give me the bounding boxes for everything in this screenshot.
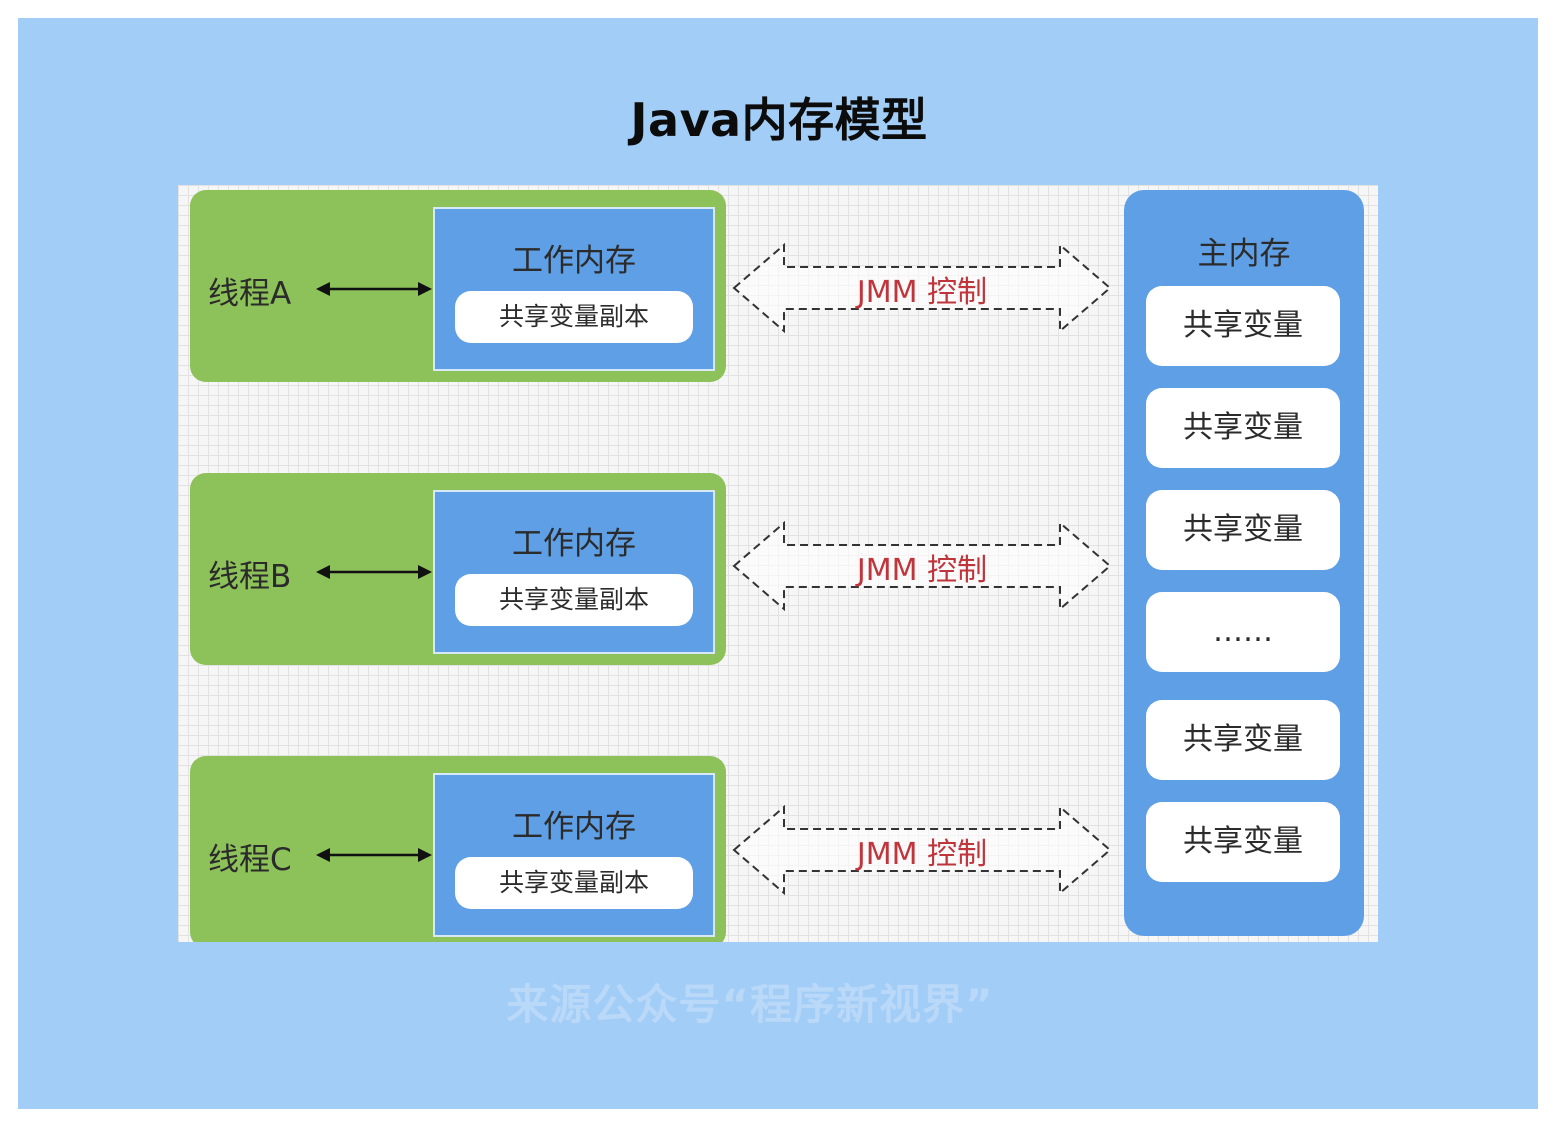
- double-arrow-icon: [316, 565, 432, 579]
- shared-variable: 共享变量: [1146, 700, 1340, 780]
- work-memory-a: 工作内存 共享变量副本: [433, 207, 715, 371]
- work-memory-title: 工作内存: [512, 809, 636, 845]
- work-memory-b: 工作内存 共享变量副本: [433, 490, 715, 654]
- shared-variable-copy: 共享变量副本: [455, 857, 693, 909]
- jmm-control-arrow-a: JMM 控制: [726, 243, 1118, 333]
- thread-a-box: 线程A 工作内存 共享变量副本: [190, 190, 726, 382]
- diagram-canvas: 线程A 工作内存 共享变量副本 线程B 工作内存 共享变量副本 线程C: [178, 185, 1378, 942]
- thread-b-box: 线程B 工作内存 共享变量副本: [190, 473, 726, 665]
- thread-a-label: 线程A: [208, 276, 292, 312]
- dashed-double-arrow-icon: [732, 243, 1112, 333]
- jmm-control-arrow-c: JMM 控制: [726, 805, 1118, 895]
- jmm-control-label: JMM 控制: [856, 553, 988, 588]
- double-arrow-icon: [316, 282, 432, 296]
- work-memory-title: 工作内存: [512, 526, 636, 562]
- thread-b-label: 线程B: [208, 559, 292, 595]
- main-memory-title: 主内存: [1197, 236, 1291, 272]
- work-memory-title: 工作内存: [512, 243, 636, 279]
- jmm-control-label: JMM 控制: [856, 837, 988, 872]
- dashed-double-arrow-icon: [732, 521, 1112, 611]
- thread-c-box: 线程C 工作内存 共享变量副本: [190, 756, 726, 942]
- shared-variable-ellipsis: ……: [1146, 592, 1340, 672]
- work-memory-c: 工作内存 共享变量副本: [433, 773, 715, 937]
- source-credit: 来源公众号“程序新视界”: [506, 980, 994, 1029]
- thread-c-label: 线程C: [208, 842, 292, 878]
- shared-variable-copy: 共享变量副本: [455, 574, 693, 626]
- shared-variable: 共享变量: [1146, 388, 1340, 468]
- shared-variable: 共享变量: [1146, 490, 1340, 570]
- jmm-control-arrow-b: JMM 控制: [726, 521, 1118, 611]
- shared-variable-copy: 共享变量副本: [455, 291, 693, 343]
- jmm-control-label: JMM 控制: [856, 275, 988, 310]
- shared-variable: 共享变量: [1146, 802, 1340, 882]
- page-title: Java内存模型: [630, 93, 928, 147]
- main-memory-box: 主内存 共享变量 共享变量 共享变量 …… 共享变量 共享变量: [1124, 190, 1364, 936]
- dashed-double-arrow-icon: [732, 805, 1112, 895]
- shared-variable: 共享变量: [1146, 286, 1340, 366]
- double-arrow-icon: [316, 848, 432, 862]
